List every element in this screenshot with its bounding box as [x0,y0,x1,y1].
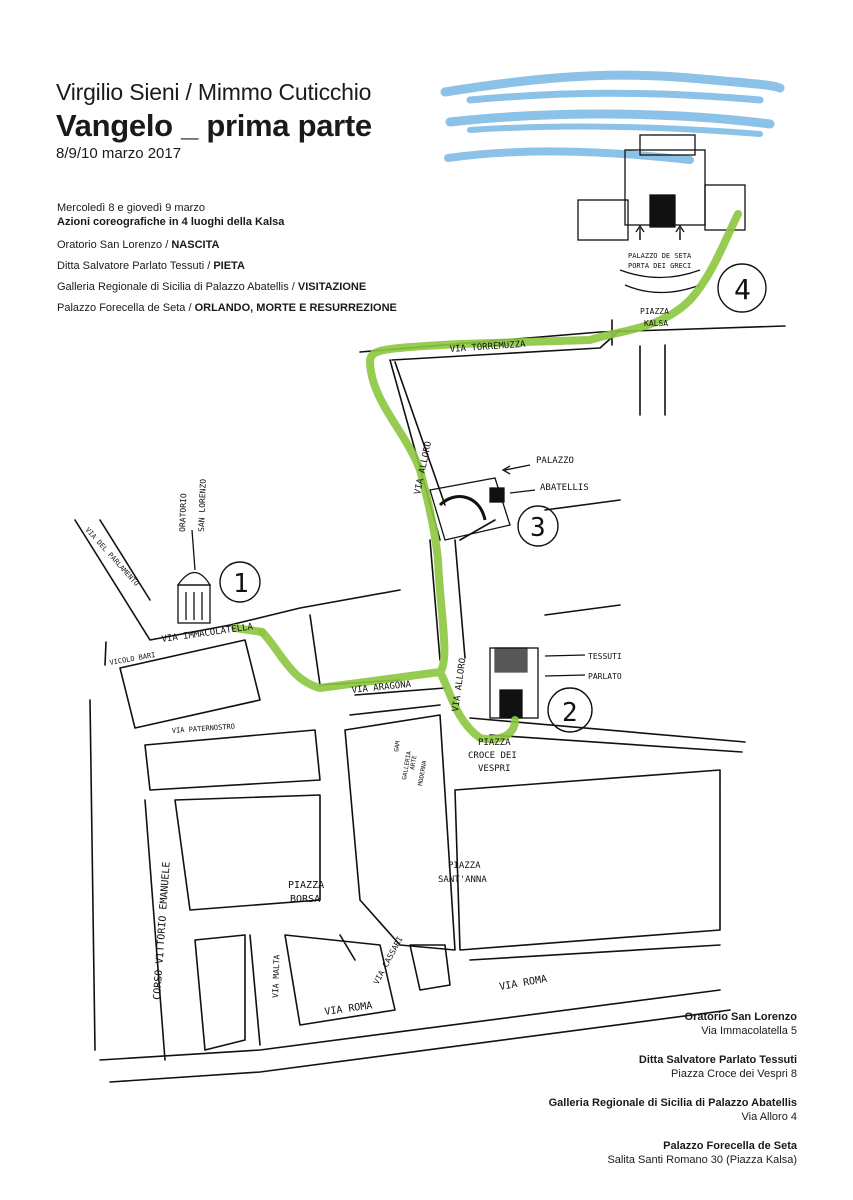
address-street: Salita Santi Romano 30 (Piazza Kalsa) [607,1154,797,1166]
program-location-2: Ditta Salvatore Parlato Tessuti / PIETA [57,259,397,273]
address-street: Via Alloro 4 [741,1111,797,1123]
label-via-roma-right: VIA ROMA [499,974,548,993]
pointer-arrows [191,224,685,677]
program-subtitle: Azioni coreografiche in 4 luoghi della K… [57,216,285,228]
program-location-4: Palazzo Forecella de Seta / ORLANDO, MOR… [57,301,397,315]
address-entry-3: Galleria Regionale di Sicilia di Palazzo… [549,1096,797,1124]
address-name: Palazzo Forecella de Seta [663,1140,797,1152]
program-location-1: Oratorio San Lorenzo / NASCITA [57,238,397,252]
label-parlato: PARLATO [588,672,622,681]
label-gam-3: ARTE [409,755,418,771]
street-outlines [74,319,786,1083]
label-piazza-croce-2: CROCE DEI [468,751,517,761]
address-entry-1: Oratorio San Lorenzo Via Immacolatella 5 [549,1010,797,1038]
location-place: Palazzo Forecella de Seta / [57,302,195,314]
address-entry-2: Ditta Salvatore Parlato Tessuti Piazza C… [549,1053,797,1081]
location-action: VISITAZIONE [297,281,367,293]
label-piazza-croce-1: PIAZZA [478,738,511,748]
label-via-alloro-bottom: VIA ALLORO [451,657,468,712]
label-piazza-borsa-2: BORSA [290,894,320,905]
label-san-lorenzo: SAN LORENZO [197,479,208,532]
address-list: Oratorio San Lorenzo Via Immacolatella 5… [549,1010,797,1182]
building-oratorio [176,571,212,624]
label-gam-2: GALLERIA [401,750,413,780]
marker-2: 2 [547,687,593,733]
label-gam-4: MODERNA [417,760,428,786]
svg-text:2: 2 [562,698,578,728]
label-via-paternostro: VIA PATERNOSTRO [172,723,236,735]
building-abatellis [429,477,511,541]
event-title: Vangelo _ prima parte [56,108,372,143]
label-via-malta: VIA MALTA [271,954,282,998]
marker-4: 4 [717,263,767,313]
location-action: PIETA [213,260,245,272]
marker-3: 3 [517,505,559,547]
address-street: Via Immacolatella 5 [701,1025,797,1037]
label-palazzo: PALAZZO [536,456,574,466]
program-location-3: Galleria Regionale di Sicilia di Palazzo… [57,280,397,294]
address-entry-4: Palazzo Forecella de Seta Salita Santi R… [549,1139,797,1167]
label-gam-1: GAM [393,740,402,752]
program: Mercoledì 8 e giovedì 9 marzo Azioni cor… [57,201,397,322]
location-place: Ditta Salvatore Parlato Tessuti / [57,260,214,272]
sky-strokes [440,70,785,164]
label-porta-dei-greci: PORTA DEI GRECI [628,262,691,270]
authors: Virgilio Sieni / Mimmo Cuticchio [56,79,372,105]
label-abatellis: ABATELLIS [540,483,589,493]
marker-1: 1 [219,561,261,603]
label-piazza-kalsa-2: KALSA [644,319,668,328]
program-days: Mercoledì 8 e giovedì 9 marzo [57,202,205,214]
address-name: Galleria Regionale di Sicilia di Palazzo… [548,1097,797,1109]
address-name: Ditta Salvatore Parlato Tessuti [638,1054,797,1066]
label-piazza-santanna-1: PIAZZA [448,861,481,871]
header: Virgilio Sieni / Mimmo Cuticchio Vangelo… [56,78,372,163]
label-piazza-croce-3: VESPRI [478,764,511,774]
label-palazzo-de-seta: PALAZZO DE SETA [628,252,692,260]
map-labels: VIA TORREMUZZA VIA ALLORO VIA ALLORO VIA… [84,252,692,1018]
label-piazza-borsa-1: PIAZZA [288,880,324,891]
label-piazza-kalsa-1: PIAZZA [640,307,669,316]
route-start-segment [231,624,266,636]
building-parlato [489,647,539,719]
label-piazza-santanna-2: SANT'ANNA [438,875,487,885]
address-name: Oratorio San Lorenzo [684,1011,797,1023]
svg-text:3: 3 [530,513,546,543]
event-dates: 8/9/10 marzo 2017 [56,145,182,162]
location-place: Galleria Regionale di Sicilia di Palazzo… [57,281,298,293]
location-action: ORLANDO, MORTE E RESURREZIONE [194,302,397,314]
route-path [258,210,742,743]
location-place: Oratorio San Lorenzo / [57,239,172,251]
location-action: NASCITA [171,239,220,251]
address-street: Piazza Croce dei Vespri 8 [671,1068,797,1080]
label-oratorio: ORATORIO [178,493,188,532]
label-tessuti: TESSUTI [588,652,622,661]
svg-text:1: 1 [233,569,249,599]
svg-text:4: 4 [734,273,751,306]
